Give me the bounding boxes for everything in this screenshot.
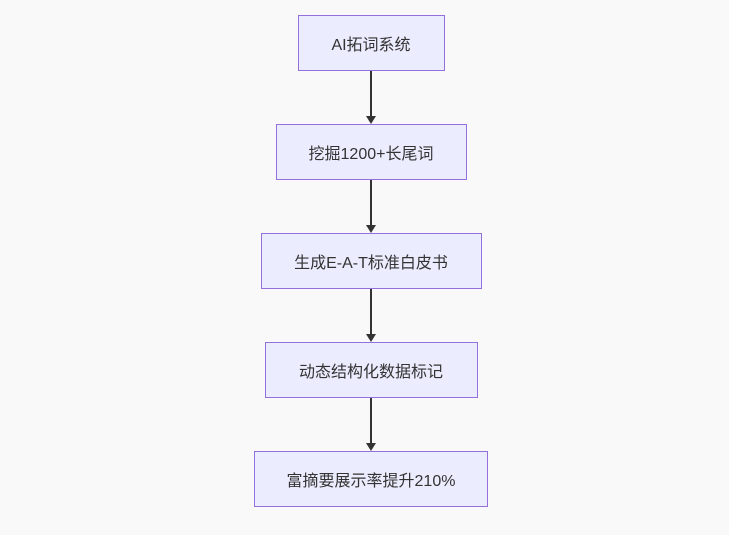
flow-arrow-4	[365, 398, 377, 451]
flow-node-label: 生成E-A-T标准白皮书	[294, 255, 448, 272]
arrow-shaft	[370, 71, 372, 116]
arrow-shaft	[370, 180, 372, 225]
flow-arrow-3	[365, 289, 377, 342]
flow-node-eat-whitepaper: 生成E-A-T标准白皮书	[260, 233, 482, 289]
arrow-head-down-icon	[366, 116, 376, 124]
flow-node-longtail-keywords: 挖掘1200+长尾词	[275, 124, 467, 180]
arrow-head-down-icon	[366, 225, 376, 233]
arrow-shaft	[370, 398, 372, 443]
flow-node-rich-snippet-rate: 富摘要展示率提升210%	[254, 451, 488, 507]
flow-node-structured-data-markup: 动态结构化数据标记	[264, 342, 478, 398]
flow-node-label: 动态结构化数据标记	[298, 364, 443, 381]
flow-arrow-2	[365, 180, 377, 233]
flow-node-ai-word-expansion: AI拓词系统	[297, 15, 445, 71]
flow-node-label: AI拓词系统	[331, 37, 411, 54]
arrow-shaft	[370, 289, 372, 334]
arrow-head-down-icon	[366, 334, 376, 342]
flowchart-column: AI拓词系统 挖掘1200+长尾词 生成E-A-T标准白皮书 动态结构化数据标记	[254, 15, 488, 507]
flow-arrow-1	[365, 71, 377, 124]
arrow-head-down-icon	[366, 443, 376, 451]
flow-node-label: 富摘要展示率提升210%	[286, 473, 456, 490]
flow-node-label: 挖掘1200+长尾词	[308, 146, 434, 163]
